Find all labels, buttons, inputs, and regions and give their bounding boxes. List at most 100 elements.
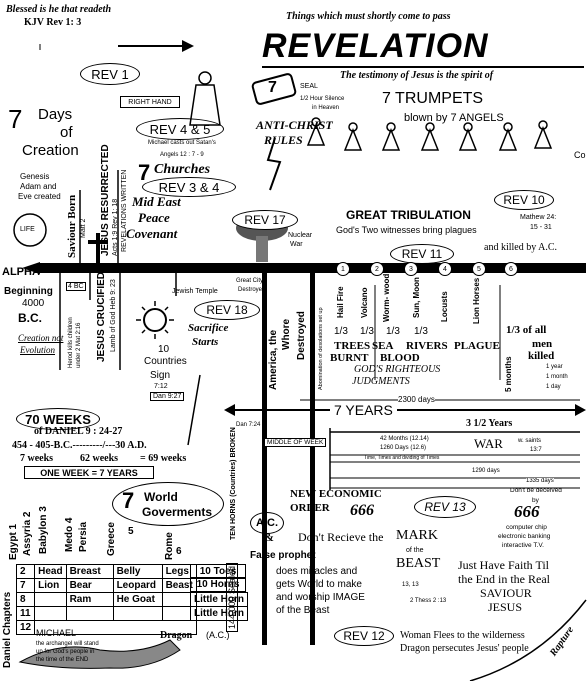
days-2300: 2300 days (398, 395, 435, 404)
world-govs-seven: 7 (122, 488, 135, 513)
plague-label: PLAGUE (454, 340, 500, 352)
gov-greece: Greece (106, 522, 117, 556)
table-cell: Belly (112, 564, 163, 579)
michael-label: MICHAEL (36, 628, 77, 638)
trumpet-circle-3: 3 (404, 262, 418, 276)
gov-medo: Medo 4 (64, 517, 75, 552)
daniel-table: 2 Head Breast Belly Legs 7 Lion Bear Leo… (15, 564, 197, 635)
table-cell: Ram (65, 592, 114, 607)
seal-label: SEAL (300, 83, 318, 90)
plague-volcano: Volcano (360, 287, 369, 318)
one-year: 1 year (546, 364, 563, 370)
michael-casts: Michael casts out Satan's (148, 140, 216, 146)
whore-label: Whore (281, 318, 292, 350)
mark-label: MARK (396, 528, 439, 543)
mideast-3: Covenant (126, 226, 178, 241)
nuclear-label: Nuclear (288, 232, 313, 239)
bc4-label: 4 BC (66, 282, 86, 291)
sun-icon (143, 308, 167, 332)
does-3: and worship IMAGE (276, 592, 365, 603)
table-cell (112, 606, 163, 621)
right-hand-box: RIGHT HAND (120, 96, 180, 108)
timeline-arrow-icon (22, 262, 40, 274)
months-42: 42 Months (12.14) (380, 436, 429, 442)
jesus-crucified: JESUS CRUCIFIED (96, 271, 107, 362)
stand-3: the time of the END (36, 657, 89, 663)
seventy-weeks-oval: 70 WEEKS (16, 408, 100, 430)
does-1: does miracles and (276, 566, 358, 577)
dragon-label: Dragon (160, 630, 193, 641)
plague-lion: Lion Horses (472, 277, 481, 324)
sign-label: Sign (150, 370, 171, 381)
ten-toes: 10 Toes (190, 564, 246, 579)
countries-label: Countries (144, 356, 187, 367)
rev13-oval: REV 13 (414, 496, 476, 518)
rev12-oval: REV 12 (334, 626, 394, 646)
blown-by: blown by 7 ANGELS (404, 112, 504, 124)
of-the-label: of the (406, 547, 424, 554)
table-cell: Head (34, 564, 67, 579)
gov-assyria: Assyria 2 (22, 511, 33, 556)
dragon-persecutes: Dragon persecutes Jesus' people (400, 643, 529, 654)
co-label: Co (574, 150, 586, 160)
of-daniel: of DANIEL 9 : 24-27 (34, 426, 123, 437)
does-4: of the Beast (276, 605, 330, 616)
herod-text2: under 2 Mat 2:16 (76, 322, 82, 368)
faith-3: SAVIOUR (480, 586, 532, 600)
great-tribulation: GREAT TRIBULATION (346, 208, 471, 222)
evolution: Evolution (20, 345, 55, 355)
jesus-resurrected: JESUS RESURRECTED (100, 144, 111, 256)
silence-1: 1/2 Hour Silence (300, 96, 345, 102)
blessed-text: Blessed is he that readeth (6, 4, 112, 15)
chip-1: computer chip (506, 524, 547, 531)
ref-2-thess: 2 Thess 2 :13 (410, 598, 447, 604)
america-whore: America, the (268, 329, 279, 390)
table-cell: Breast (65, 564, 114, 579)
saints-label: w. saints (518, 438, 542, 444)
abomination: Abomination of desolations set up (318, 307, 324, 390)
trumpet-circle-5: 5 (472, 262, 486, 276)
seal-scroll-icon (251, 73, 297, 105)
eve-label: Eve created (18, 192, 61, 201)
ref-13-13: 13, 13 (402, 582, 419, 588)
goverments-label: Goverments (142, 505, 213, 519)
lamb-of-god: Lamb of God Heb 9: 23 (110, 279, 117, 352)
ten-horns-broken: TEN HORNS (Countries) BROKEN (230, 427, 237, 540)
trumpet-circle-2: 2 (370, 262, 384, 276)
table-cell: Lion (34, 578, 67, 593)
new-economic-1: NEW ECONOMIC (290, 488, 382, 500)
angels-ref: Angels 12 : 7 - 9 (160, 152, 204, 158)
trumpet-circle-6: 6 (504, 262, 518, 276)
lightning-icon (266, 137, 282, 191)
ten-label: 10 (158, 344, 170, 355)
arrow-head-icon (182, 40, 194, 52)
third-3: 1/3 (386, 326, 400, 337)
rev34-oval: REV 3 & 4 (142, 177, 236, 197)
alpha-label: ALPHA (2, 266, 40, 278)
third-5: 1/3 of all (506, 324, 547, 336)
days-label: Days (38, 106, 73, 123)
silence-2: in Heaven (312, 105, 340, 111)
testimony-text: The testimony of Jesus is the spirit of (340, 70, 494, 81)
churches-seven: 7 (138, 160, 151, 185)
two-witnesses: God's Two witnesses bring plagues (336, 225, 477, 235)
churches-label: Churches (154, 162, 211, 177)
faith-4: JESUS (488, 600, 523, 614)
stand-2: up for God's people in (36, 649, 95, 655)
gods-righteous: GOD'S RIGHTEOUS (354, 364, 441, 375)
great-city-destroyed: Destroyed (238, 287, 266, 293)
gov-rome: Rome (164, 532, 175, 560)
trees: TREES (334, 340, 371, 352)
gov-egypt: Egypt 1 (8, 523, 19, 560)
page-title: REVELATION (262, 27, 489, 65)
table-cell: Leopard (112, 578, 163, 593)
killed-label: killed (528, 350, 555, 362)
dan-712: 7:12 (154, 383, 168, 390)
gov-6: 6 (176, 546, 182, 557)
destroyed-label: Destroyed (296, 311, 307, 360)
genesis-label: Genesis (20, 172, 50, 181)
dan-927: Dan 9:27 (150, 392, 185, 401)
amp-label: & (264, 530, 274, 544)
faith-2: the End in the Real (458, 572, 550, 586)
chip-3: interactive T.V. (502, 542, 544, 549)
